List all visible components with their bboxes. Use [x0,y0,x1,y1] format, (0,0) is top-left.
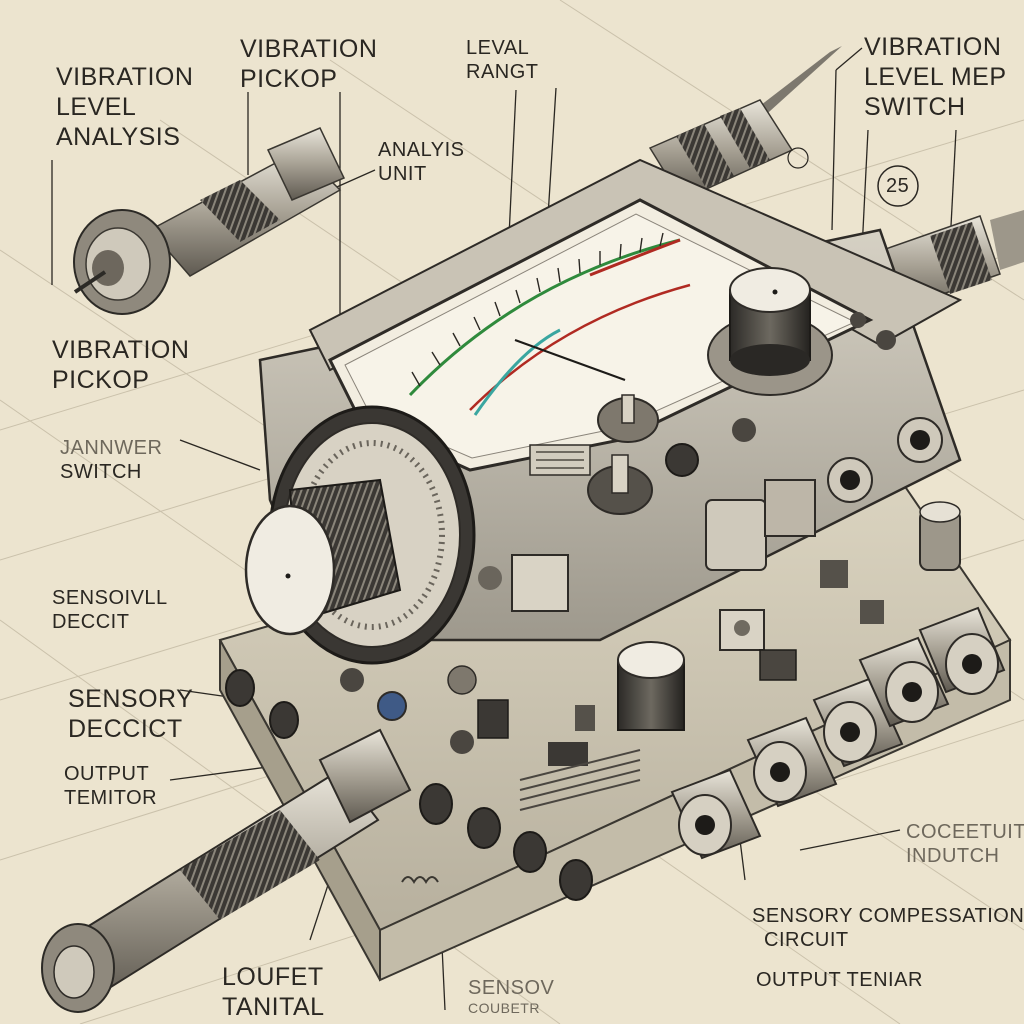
label-part-number: 25 [886,175,910,197]
part-number-callout [787,147,919,207]
label-leval-rangt: LEVAL RANGT [466,37,539,83]
label-vibration-level-analysis: VIBRATION LEVEL ANALYSIS [56,63,194,151]
front-controls [529,312,943,515]
label-sensov-coubetr: SENSOV COUBETR [468,977,555,1016]
range-knob [707,267,833,396]
output-connectors [670,606,1006,860]
label-sensory-compessation-circuit: SENSORY COMPESSATION CIRCUIT [752,905,1024,951]
inductor-coil [401,876,439,884]
probe-top-right [648,46,842,201]
label-analyis-unit: ANALYIS UNIT [378,139,465,185]
board-components [340,479,961,811]
label-sensoivll-deccit: SENSOIVLL DECCIT [52,587,168,633]
label-sensory-deccict: SENSORY DECCICT [68,685,194,743]
label-coceetuit-indutch: COCEETUIT INDUTCH [906,821,1024,867]
selector-dial [244,405,476,665]
board-sockets [225,669,593,901]
label-output-teniar: OUTPUT TENIAR [756,969,923,991]
label-vibration-level-mep-switch: VIBRATION LEVEL MEP SWITCH [864,33,1007,121]
label-output-temitor: OUTPUT TEMITOR [64,763,158,809]
label-vibration-pickop-top: VIBRATION PICKOP [240,35,378,93]
label-loufet-tanital: LOUFET TANITAL [222,963,325,1021]
vibration-pickup-top-left [73,127,346,315]
label-vibration-pickop-left: VIBRATION PICKOP [52,336,190,394]
meter-scale [408,232,691,416]
label-jannwer-switch: JANNWER SWITCH [60,437,163,483]
vibration-pickup-bottom-left [41,728,412,1013]
